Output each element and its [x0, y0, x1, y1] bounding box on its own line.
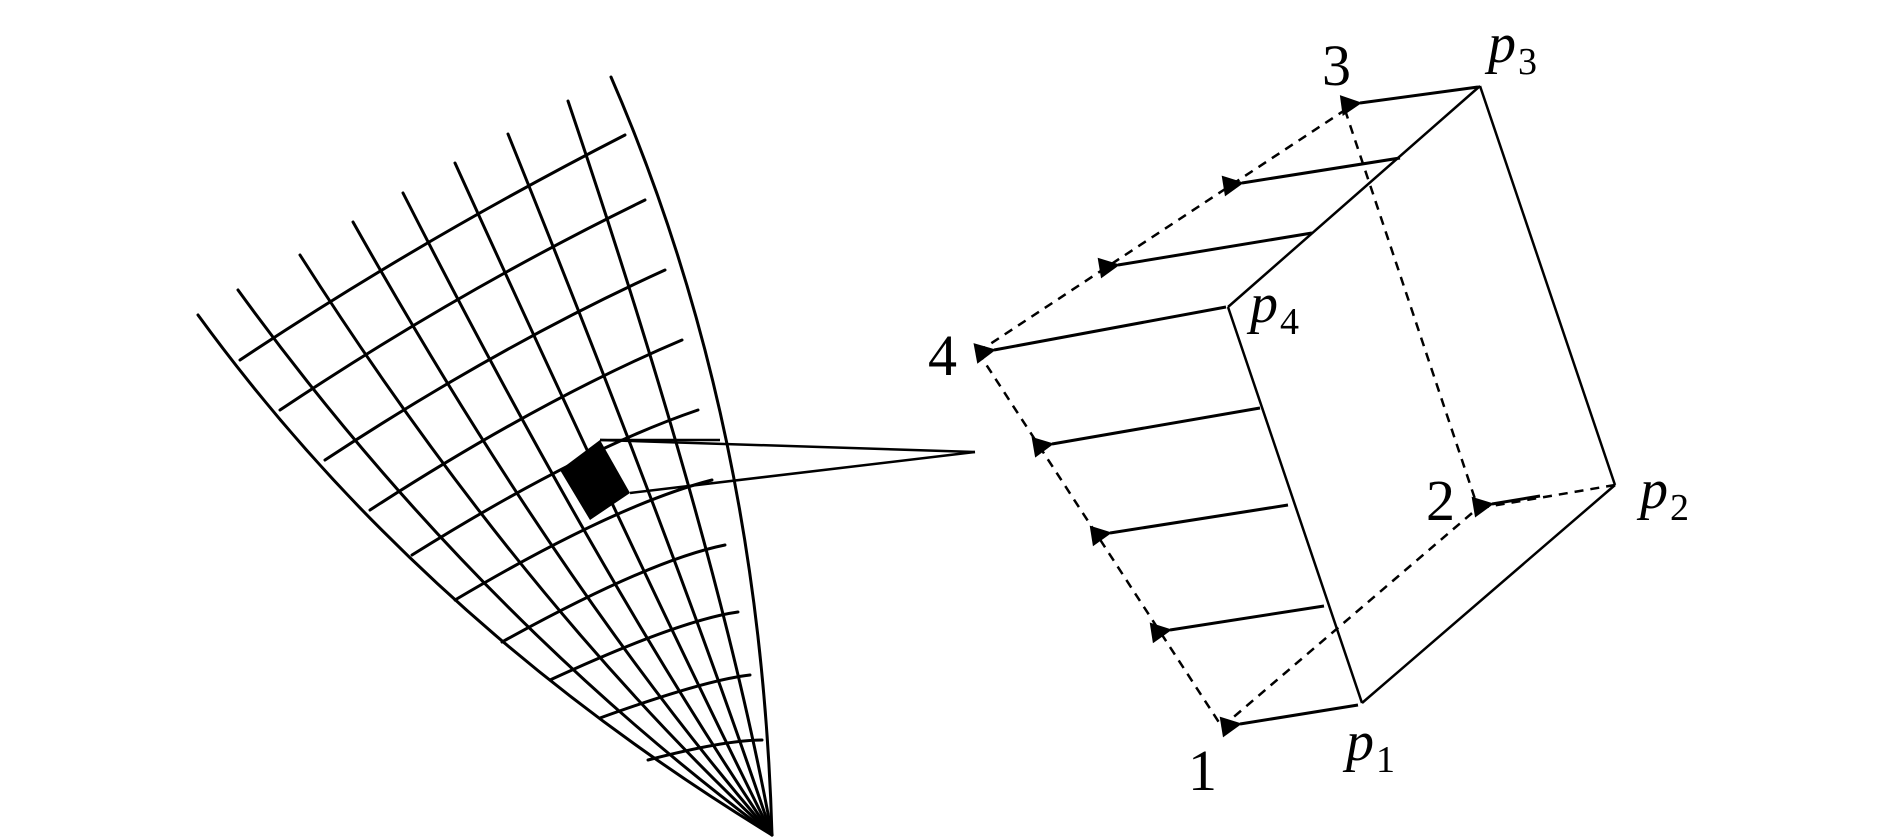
mesh-line	[566, 99, 774, 837]
arrow	[1031, 406, 1261, 458]
mesh-line	[506, 132, 774, 837]
mesh-line	[646, 738, 764, 762]
mesh-line	[278, 198, 647, 412]
mesh-line	[236, 288, 774, 837]
arrow-p4-4	[973, 305, 1227, 364]
mesh-line	[500, 543, 727, 644]
pressure-arrows	[973, 85, 1541, 738]
mesh-line	[238, 133, 627, 362]
edge-p4-p3	[1227, 85, 1481, 308]
corner-label-4: 4	[928, 323, 957, 388]
mesh-left-boundary	[196, 313, 774, 837]
pressure-label-p2: p2	[1636, 459, 1689, 529]
mesh-line	[548, 610, 740, 682]
pressure-label-p4: p4	[1246, 273, 1299, 343]
arrow-p3-3	[1339, 85, 1479, 116]
mesh-line	[351, 220, 774, 837]
arrow	[1221, 156, 1401, 197]
corner-label-3: 3	[1322, 33, 1351, 98]
mesh-line	[598, 673, 752, 720]
pressure-label-p3: p3	[1484, 13, 1537, 83]
mesh-line	[453, 161, 774, 837]
arrow	[1089, 503, 1289, 547]
arrow-p2-2	[1471, 494, 1541, 518]
edge-1-2	[1221, 507, 1479, 728]
edge-3-2	[1343, 109, 1480, 509]
pressure-labels: p3 p4 p2 p1	[1246, 13, 1689, 781]
edge-p3-p2	[1478, 85, 1617, 486]
pressure-label-p1: p1	[1342, 711, 1395, 781]
highlighted-mesh-element	[560, 440, 630, 520]
mesh-right-boundary	[609, 75, 774, 837]
arrow	[1097, 231, 1313, 279]
corner-label-2: 2	[1426, 468, 1455, 533]
mesh-surface	[196, 75, 774, 837]
edge-p2-2	[1479, 483, 1616, 510]
mesh-line	[298, 253, 774, 837]
mesh-line	[401, 191, 774, 837]
arrow	[1149, 604, 1325, 644]
callout-lines	[599, 438, 976, 495]
arrow-p1-1	[1219, 703, 1359, 738]
mesh-line	[368, 338, 684, 512]
mesh-line	[410, 408, 700, 557]
edge-p4-p1	[1226, 306, 1364, 704]
mesh-line	[323, 268, 667, 462]
element-box	[976, 85, 1617, 728]
edge-4-1	[976, 351, 1224, 728]
edge-p1-p2	[1361, 484, 1616, 704]
corner-label-1: 1	[1188, 738, 1217, 803]
corner-labels: 3 4 2 1	[928, 33, 1455, 803]
